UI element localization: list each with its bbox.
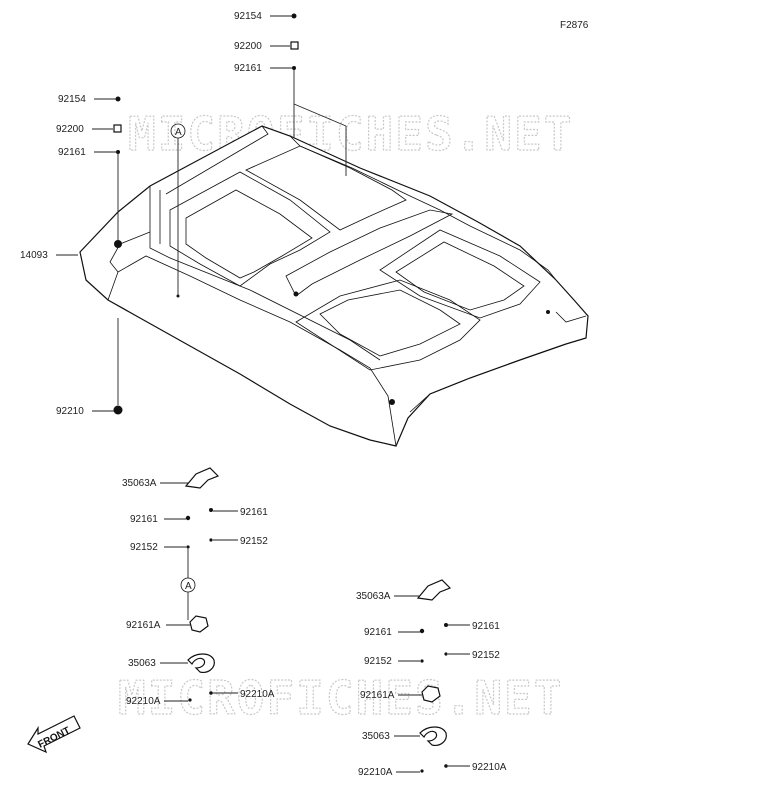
label-92154-top: 92154 xyxy=(234,11,262,22)
bracket-icon xyxy=(416,579,452,601)
label-92161-a-right: 92161 xyxy=(240,507,268,518)
bolt-icon xyxy=(292,66,296,70)
label-35063-b: 35063 xyxy=(362,731,390,742)
left-callouts: 92154 92200 92161 14093 92210 xyxy=(20,94,123,417)
label-92210A-a-right: 92210A xyxy=(240,689,275,700)
label-35063-a: 35063 xyxy=(128,658,156,669)
clip-icon xyxy=(189,615,209,633)
label-92200-top: 92200 xyxy=(234,41,262,52)
top-callouts: 92154 92200 92161 xyxy=(234,11,347,176)
clamp-group-a: 35063A 92161 92161 92152 92152 A 92161A … xyxy=(122,467,275,707)
roof-ref-marker: A xyxy=(175,127,182,138)
label-92152-b-right: 92152 xyxy=(472,650,500,661)
label-92210A-b-right: 92210A xyxy=(472,762,507,773)
front-arrow-icon: FRONT xyxy=(27,715,81,754)
label-92161-a-left: 92161 xyxy=(130,514,158,525)
clamp-group-b: 35063A 92161 92161 92152 92152 92161A 35… xyxy=(356,579,507,778)
label-92152-b-left: 92152 xyxy=(364,656,392,667)
label-35063A-b: 35063A xyxy=(356,591,391,602)
roof-assembly: A xyxy=(79,123,589,447)
label-92161-top: 92161 xyxy=(234,63,262,74)
label-92161A-b: 92161A xyxy=(360,690,395,701)
label-92161-b-right: 92161 xyxy=(472,621,500,632)
roof-shell xyxy=(79,125,589,447)
watermark-bottom: MICROFICHES.NET xyxy=(118,671,563,725)
label-92161-left: 92161 xyxy=(58,147,86,158)
label-92152-a-right: 92152 xyxy=(240,536,268,547)
label-92154-left: 92154 xyxy=(58,94,86,105)
label-14093: 14093 xyxy=(20,250,48,261)
clamp-icon xyxy=(187,653,215,673)
label-92210A-b-left: 92210A xyxy=(358,767,393,778)
label-92200-left: 92200 xyxy=(56,124,84,135)
label-92210A-a-left: 92210A xyxy=(126,696,161,707)
watermark-top: MICROFICHES.NET xyxy=(128,107,573,161)
label-92161-b-left: 92161 xyxy=(364,627,392,638)
nut-icon xyxy=(115,96,121,102)
clamp-icon xyxy=(419,726,447,746)
grommet-icon xyxy=(113,405,123,415)
group-ref-marker: A xyxy=(185,581,192,592)
nut-icon xyxy=(291,13,297,19)
clip-icon xyxy=(421,685,441,703)
label-92161A-a: 92161A xyxy=(126,620,161,631)
label-92152-a-left: 92152 xyxy=(130,542,158,553)
bolt-icon xyxy=(116,150,120,154)
diagram-code: F2876 xyxy=(560,20,589,31)
label-92210: 92210 xyxy=(56,406,84,417)
washer-icon xyxy=(113,124,122,133)
bracket-icon xyxy=(184,467,220,489)
washer-icon xyxy=(290,41,299,50)
label-35063A-a: 35063A xyxy=(122,478,157,489)
